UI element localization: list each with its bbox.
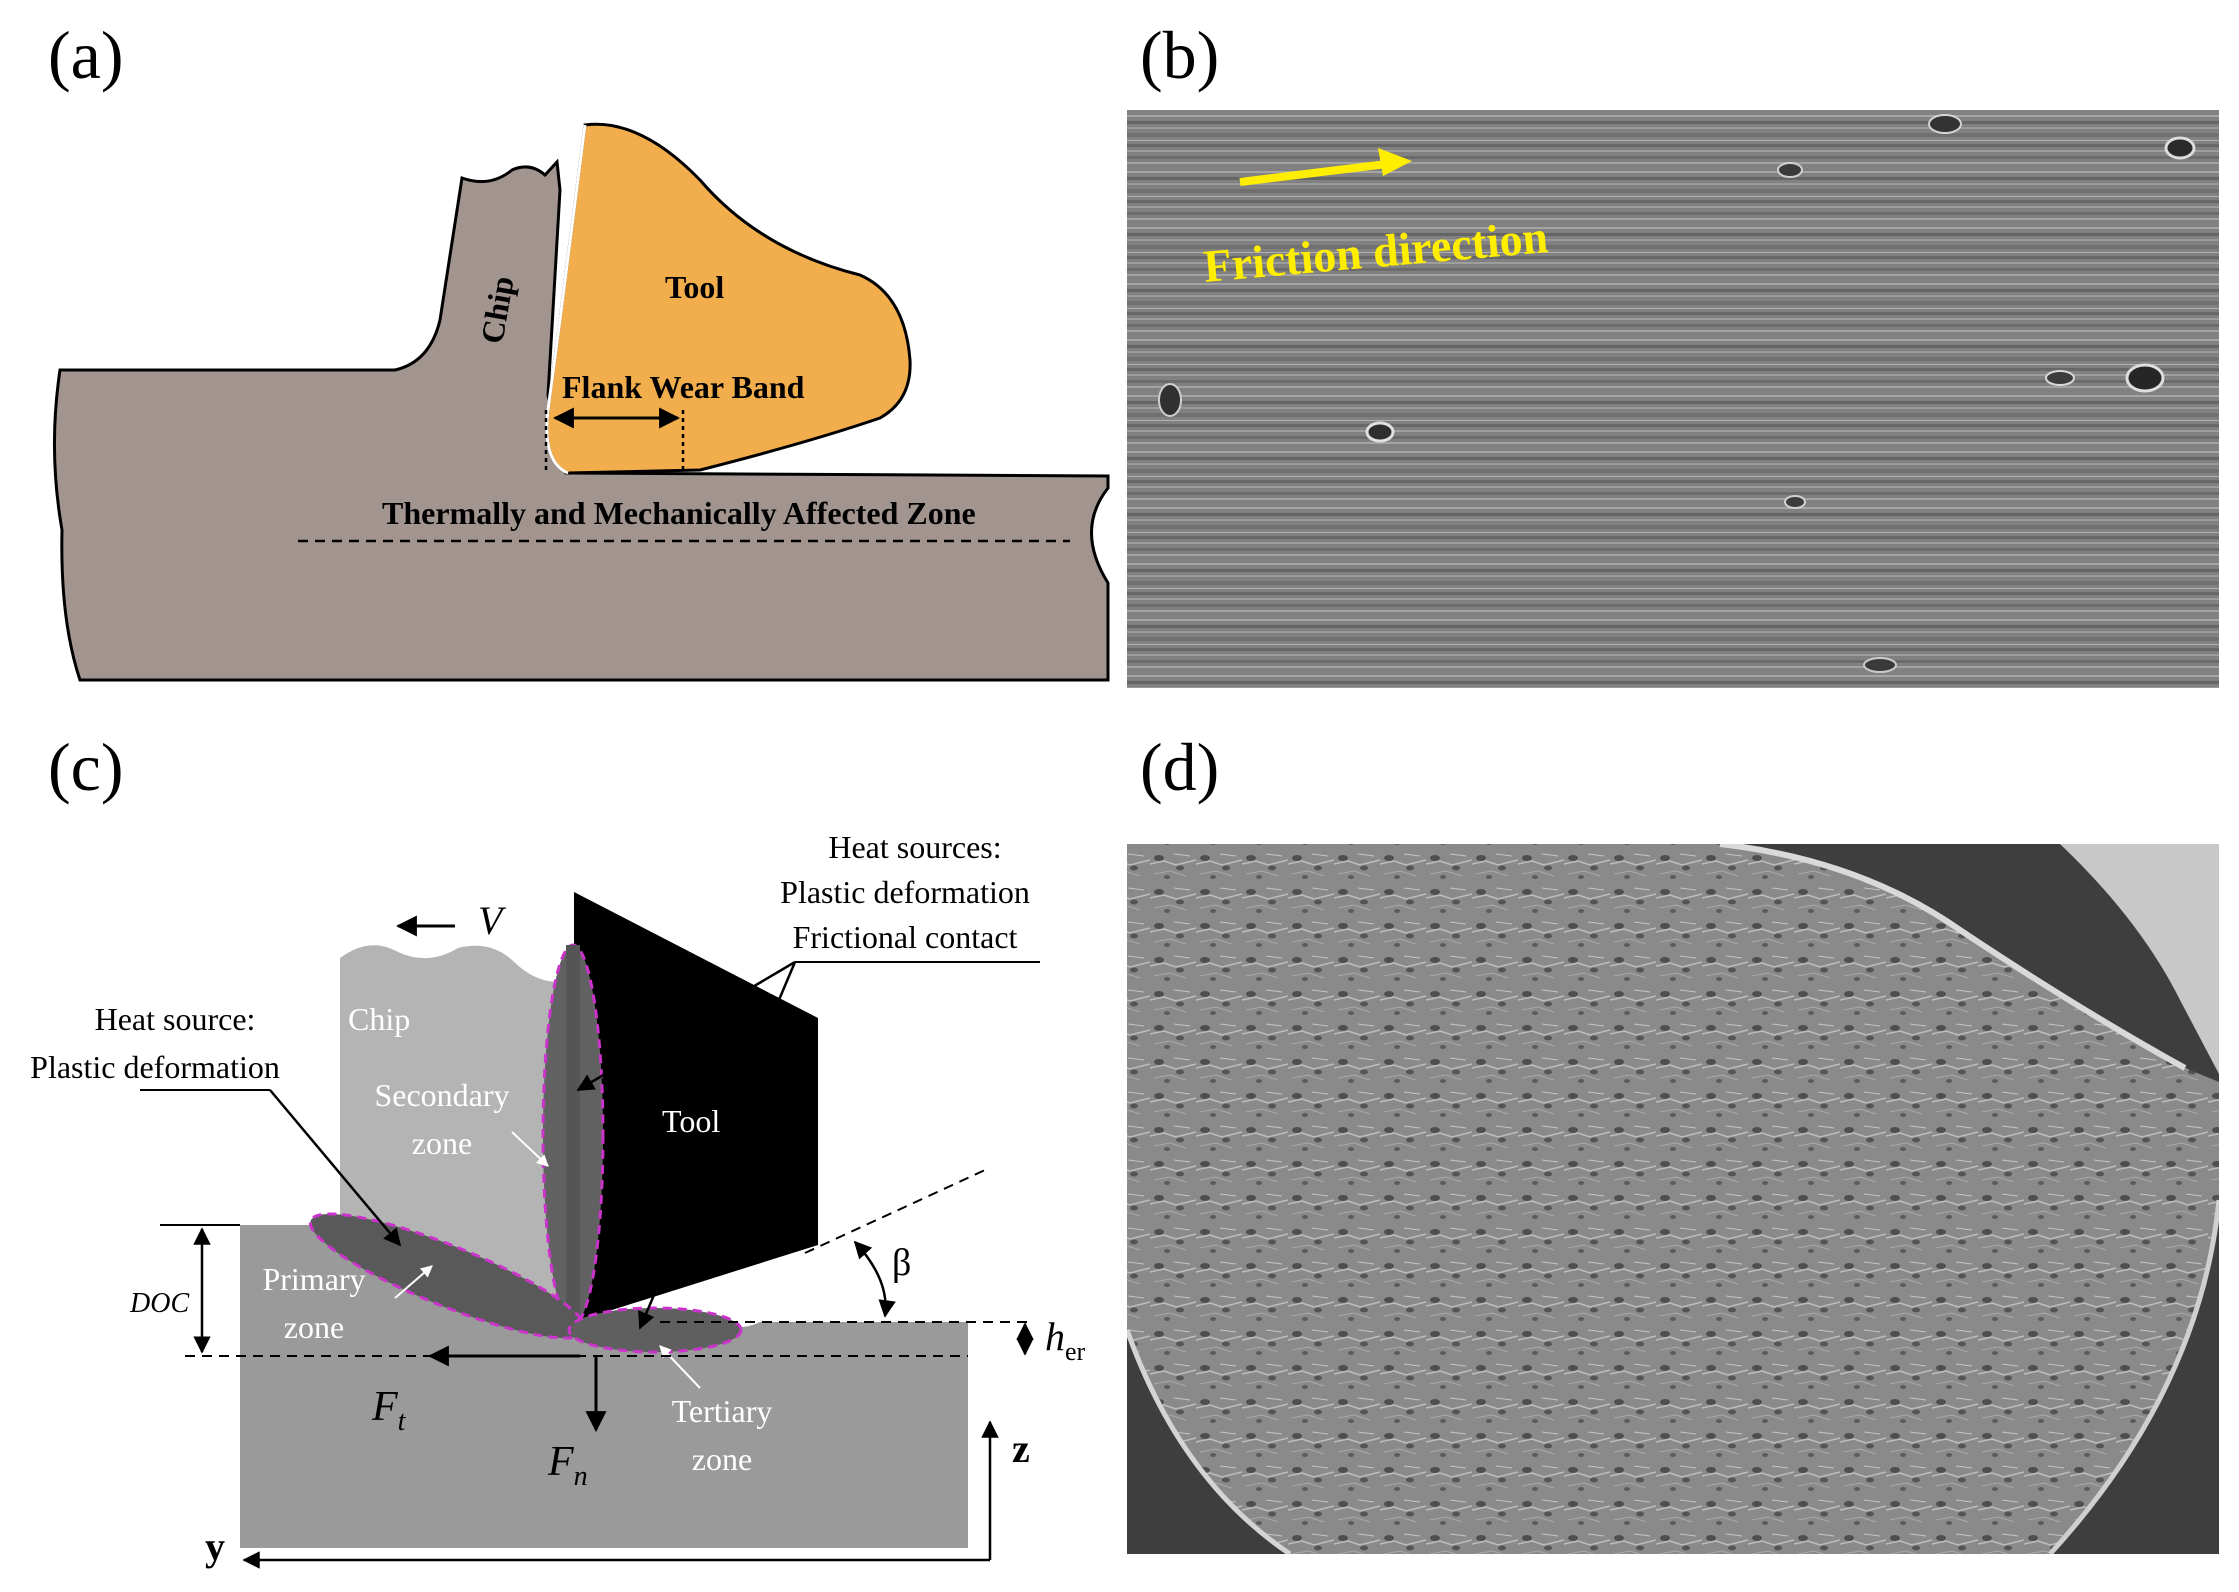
ft-label: Ft — [371, 1384, 407, 1437]
panel-c-diagram: V Heat sources: Plastic deformation Fric… — [30, 829, 1085, 1569]
wear-pit — [1784, 495, 1806, 509]
sem-right-edge — [2048, 1199, 2219, 1554]
wear-pit — [1928, 114, 1962, 134]
friction-direction-arrow — [1239, 159, 1396, 186]
panel-label-c: (c) — [48, 729, 123, 805]
primary-zone-label-1: Primary — [262, 1261, 365, 1297]
secondary-zone-label-1: Secondary — [374, 1077, 509, 1113]
heat-sources-leader-secondary — [576, 960, 796, 1092]
flank-wear-band-label: Flank Wear Band — [562, 369, 805, 405]
wear-pit — [2164, 136, 2196, 160]
primary-zone-label-2: zone — [284, 1309, 344, 1345]
panel-b-sem-image: Friction direction — [1127, 110, 2219, 688]
y-axis-label: y — [205, 1524, 225, 1569]
heat-sources-line1: Plastic deformation — [780, 874, 1030, 910]
tertiary-zone-pointer — [659, 1345, 701, 1389]
sem-striation-surface — [1127, 110, 2219, 688]
sem-bright-rim — [2060, 844, 2219, 1074]
panel-label-a: (a) — [48, 17, 123, 93]
sem-lower-edge — [1127, 1329, 1292, 1554]
wear-pit — [1863, 657, 1897, 673]
workpiece-a — [52, 158, 1110, 682]
tertiary-zone-label-2: zone — [692, 1441, 752, 1477]
wear-pit — [2125, 363, 2165, 393]
tertiary-zone-label-1: Tertiary — [672, 1393, 773, 1429]
wear-pit — [2045, 370, 2075, 386]
tool-label-a: Tool — [665, 269, 724, 305]
panel-label-b: (b) — [1140, 17, 1219, 93]
heat-sources-line2: Frictional contact — [793, 919, 1018, 955]
fn-label: Fn — [547, 1439, 588, 1492]
wear-pit — [1365, 421, 1395, 443]
chip-label-c: Chip — [348, 1001, 410, 1037]
workpiece-c — [240, 1225, 968, 1548]
secondary-zone-pointer — [511, 1131, 549, 1167]
heat-source-line1: Plastic deformation — [30, 1049, 280, 1085]
rake-face-highlight — [545, 124, 587, 475]
panel-label-d: (d) — [1140, 729, 1219, 805]
velocity-label: V — [478, 898, 507, 943]
clearance-reference-line — [804, 1169, 986, 1254]
doc-label: DOC — [129, 1288, 189, 1319]
panel-d-sem-image — [1127, 844, 2219, 1554]
beta-label: β — [892, 1242, 911, 1284]
sem-edge-highlight — [1719, 844, 2187, 1071]
wear-pit — [1158, 383, 1182, 417]
tertiary-zone-ellipse — [567, 1306, 743, 1354]
secondary-zone-label-2: zone — [412, 1125, 472, 1161]
heat-sources-leader-tertiary — [638, 961, 797, 1330]
wear-pit — [1777, 162, 1803, 178]
panel-a-diagram: Chip Tool Flank Wear Band Thermally and … — [52, 122, 1110, 682]
affected-zone-label: Thermally and Mechanically Affected Zone — [382, 495, 976, 531]
tool-label-c: Tool — [662, 1103, 720, 1139]
beta-angle-arc — [853, 1240, 896, 1318]
heat-source-title: Heat source: — [95, 1001, 256, 1037]
tool-c — [574, 892, 818, 1322]
tool-a — [545, 122, 912, 475]
heat-sources-title: Heat sources: — [828, 829, 1001, 865]
sem-fracture-surface — [1127, 844, 2219, 1554]
friction-arrow-head — [1378, 148, 1412, 176]
primary-zone-pointer — [394, 1265, 433, 1299]
heat-source-leader — [269, 1089, 402, 1247]
z-axis-label: z — [1012, 1426, 1030, 1471]
her-label: her — [1045, 1314, 1086, 1366]
